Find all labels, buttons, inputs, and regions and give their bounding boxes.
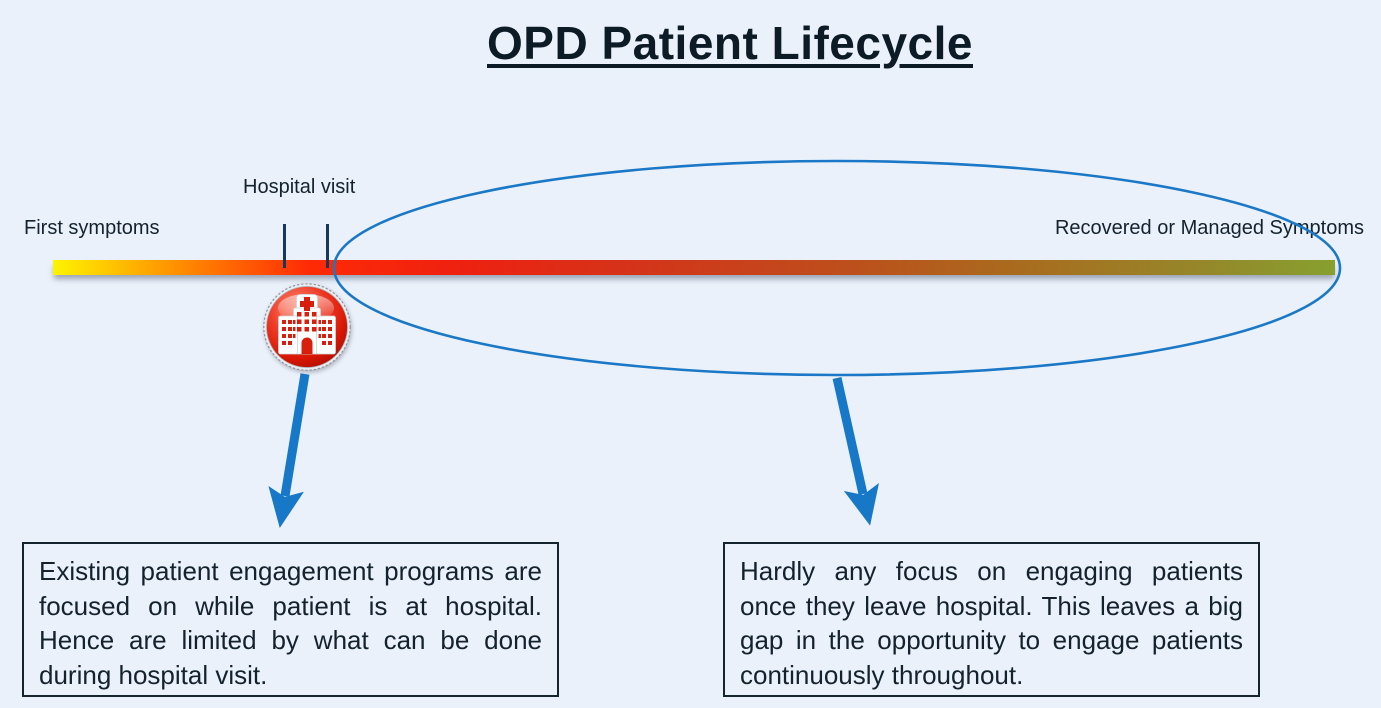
left-callout-text: Existing patient engagement programs are… [39, 556, 542, 690]
hospital-building-icon [263, 283, 351, 371]
timeline-start-label: First symptoms [24, 217, 160, 239]
right-callout-text: Hardly any focus on engaging patients on… [740, 556, 1243, 690]
timeline-visit-label: Hospital visit [243, 176, 356, 198]
right-callout-arrow [832, 377, 879, 526]
page-title: OPD Patient Lifecycle [487, 17, 973, 69]
right-callout-box: Hardly any focus on engaging patients on… [723, 542, 1260, 697]
left-callout-arrow [268, 373, 310, 528]
timeline-end-label: Recovered or Managed Symptoms [1054, 217, 1364, 239]
hospital-visit-tick-start [283, 224, 286, 268]
timeline-gradient-bar [53, 260, 1335, 275]
hospital-visit-tick-end [326, 224, 329, 268]
left-callout-box: Existing patient engagement programs are… [22, 542, 559, 697]
hospital-icon [262, 282, 352, 372]
